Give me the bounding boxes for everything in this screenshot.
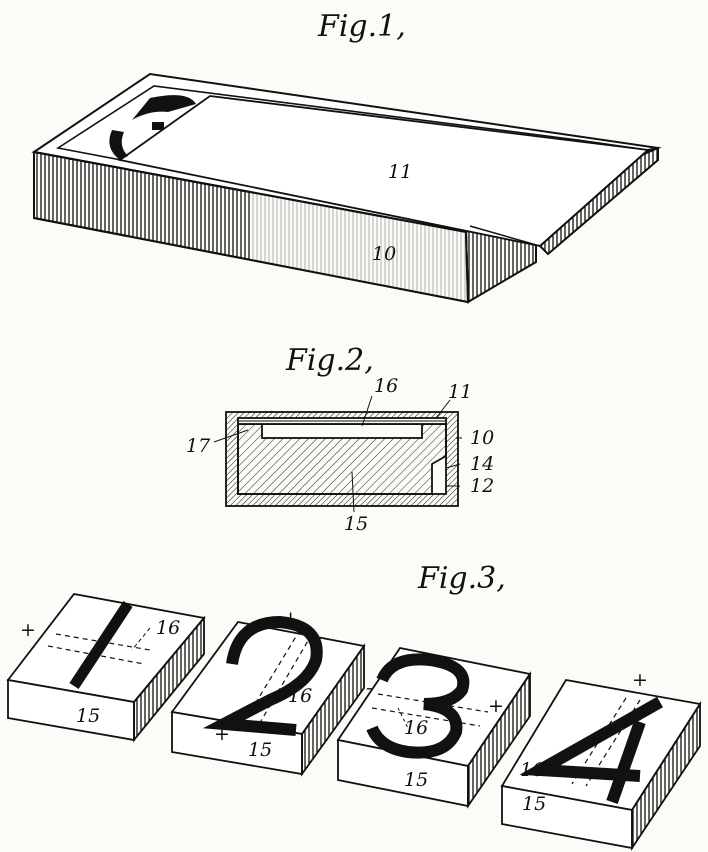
block-4-ref-magnet: 16	[520, 759, 544, 781]
block-2-ref-magnet: 16	[288, 685, 312, 707]
fig2-ref-11: 11	[448, 381, 472, 403]
fig2-ref-10: 10	[470, 427, 494, 449]
number-block-1	[6, 593, 206, 743]
figure-1: Fig.1, 11 10	[31, 9, 662, 304]
fig2-ref-12: 12	[470, 475, 494, 497]
block-2-ref-block: 15	[248, 739, 272, 761]
block-4-ref-block: 15	[522, 793, 546, 815]
block-3-ref-block: 15	[404, 769, 428, 791]
fig2-ref-17: 17	[186, 435, 211, 457]
figure-3: Fig.3, 1 + 16 15 ' 16 + 15	[6, 561, 702, 851]
number-block-2	[170, 615, 366, 777]
box-drawing	[31, 72, 662, 304]
fig3-title: Fig.3,	[417, 561, 506, 596]
fig2-ref-14: 14	[470, 453, 494, 475]
number-block-3	[336, 646, 532, 809]
fig2-title: Fig.2,	[285, 343, 374, 378]
block-3-ref-magnet: 16	[404, 717, 428, 739]
block-2-tick: '	[288, 609, 293, 631]
cross-section-drawing	[225, 411, 459, 507]
block-3-pole-left: -	[366, 677, 372, 699]
fig1-ref-box: 10	[372, 243, 396, 265]
block-2-pole: +	[214, 723, 230, 745]
fig2-leader-lines	[213, 395, 462, 513]
number-block-4	[500, 679, 702, 851]
fig2-ref-16: 16	[374, 375, 398, 397]
fig2-ref-15: 15	[344, 513, 368, 535]
fig1-title: Fig.1,	[317, 9, 406, 44]
block-3-pole-right: +	[488, 695, 504, 717]
block-1-ref-block: 15	[76, 705, 100, 727]
block-4-pole: +	[632, 669, 648, 691]
figure-2: Fig.2, 16 11 17 10 14 12	[186, 343, 494, 535]
block-1-pole: +	[20, 619, 36, 641]
block-1-ref-magnet: 16	[156, 617, 180, 639]
fig1-ref-lid: 11	[388, 161, 412, 183]
